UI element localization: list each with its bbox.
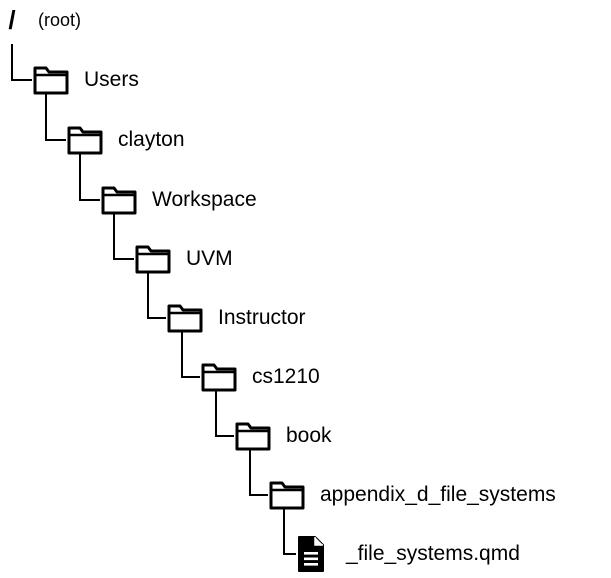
node-label-workspace: Workspace — [152, 188, 257, 211]
tree-node-clayton[interactable]: clayton — [66, 120, 185, 160]
connector-appendix-file — [283, 507, 296, 555]
node-label-file-systems-qmd: _file_systems.qmd — [346, 542, 520, 565]
folder-icon — [269, 481, 305, 510]
folder-icon — [135, 245, 171, 274]
tree-node-instructor[interactable]: Instructor — [166, 298, 306, 338]
tree-node-users[interactable]: Users — [32, 60, 139, 100]
folder-icon — [201, 363, 237, 392]
connector-root-users — [11, 44, 32, 81]
connector-users-clayton — [45, 92, 66, 141]
root-slash-icon: / — [8, 5, 16, 35]
node-label-uvm: UVM — [186, 247, 233, 270]
node-label-root: (root) — [38, 10, 82, 30]
folder-icon — [167, 304, 203, 333]
node-label-users: Users — [84, 68, 139, 91]
tree-node-root[interactable]: / (root) — [6, 0, 81, 40]
tree-node-appendix-d-file-systems[interactable]: appendix_d_file_systems — [268, 475, 556, 515]
connector-book-appendix — [249, 448, 268, 496]
tree-node-workspace[interactable]: Workspace — [100, 180, 257, 220]
connector-uvm-instructor — [147, 271, 166, 319]
tree-node-uvm[interactable]: UVM — [134, 239, 233, 279]
connector-cs1210-book — [215, 389, 234, 437]
document-icon — [298, 536, 324, 572]
tree-node-cs1210[interactable]: cs1210 — [200, 357, 320, 397]
node-label-instructor: Instructor — [218, 306, 306, 329]
node-label-book: book — [286, 424, 332, 447]
connector-clayton-workspace — [79, 152, 100, 201]
folder-icon — [67, 126, 103, 155]
connector-workspace-uvm — [113, 212, 134, 260]
connector-instructor-cs1210 — [181, 330, 200, 378]
node-label-clayton: clayton — [118, 128, 185, 151]
tree-node-file-systems-qmd[interactable]: _file_systems.qmd — [296, 534, 520, 574]
tree-node-book[interactable]: book — [234, 416, 332, 456]
folder-icon — [235, 422, 271, 451]
folder-icon — [101, 186, 137, 215]
node-label-appendix-d-file-systems: appendix_d_file_systems — [320, 483, 556, 506]
folder-icon — [33, 66, 69, 95]
node-label-cs1210: cs1210 — [252, 365, 320, 388]
